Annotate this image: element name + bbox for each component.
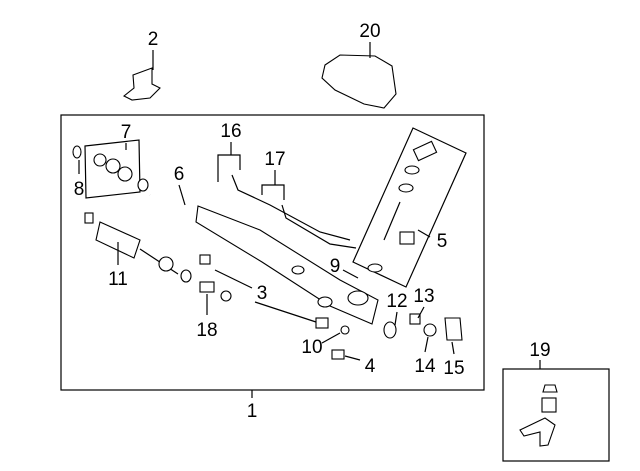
tie-rod-end-part: [519, 384, 558, 447]
callout-2: 2: [148, 29, 159, 50]
valve-kit-frame: [352, 127, 467, 288]
bushing-part: [315, 317, 329, 329]
callout-6: 6: [174, 164, 185, 185]
grommet-part: [340, 325, 350, 335]
pressure-line-part: [231, 174, 351, 241]
return-line-part: [281, 204, 357, 249]
callout-10: 10: [301, 337, 322, 358]
valve-body-part: [367, 140, 438, 273]
callout-4: 4: [365, 356, 376, 377]
callout-3: 3: [257, 283, 268, 304]
callout-16: 16: [220, 121, 241, 142]
callout-19: 19: [529, 340, 550, 361]
seal-kit-frame: [84, 139, 141, 199]
callout-12: 12: [386, 291, 407, 312]
callout-17: 17: [264, 149, 285, 170]
leader-lines: [78, 42, 541, 398]
insulator-part: [409, 313, 421, 325]
callout-18: 18: [196, 320, 217, 341]
callout-5: 5: [437, 231, 448, 252]
callout-1: 1: [247, 401, 258, 422]
callout-14: 14: [414, 356, 436, 377]
cap-part: [444, 317, 463, 341]
boot-and-tie-rod-part: [84, 212, 232, 302]
callout-11: 11: [108, 269, 128, 290]
main-assembly-frame: [60, 114, 485, 391]
rack-housing-part: [149, 193, 379, 325]
callout-13: 13: [413, 286, 434, 307]
nut-part: [331, 349, 345, 360]
seal-kit-part: [72, 145, 149, 192]
callout-8: 8: [74, 179, 85, 200]
washer-part: [423, 323, 437, 337]
callout-7: 7: [121, 122, 132, 143]
callout-9: 9: [330, 256, 341, 277]
callout-15: 15: [443, 358, 464, 379]
mount-bushing-part: [383, 321, 397, 339]
callout-20: 20: [359, 21, 380, 42]
heat-shield-part: [321, 54, 397, 109]
tie-rod-end-frame: [502, 368, 610, 462]
bracket-part: [122, 67, 161, 101]
